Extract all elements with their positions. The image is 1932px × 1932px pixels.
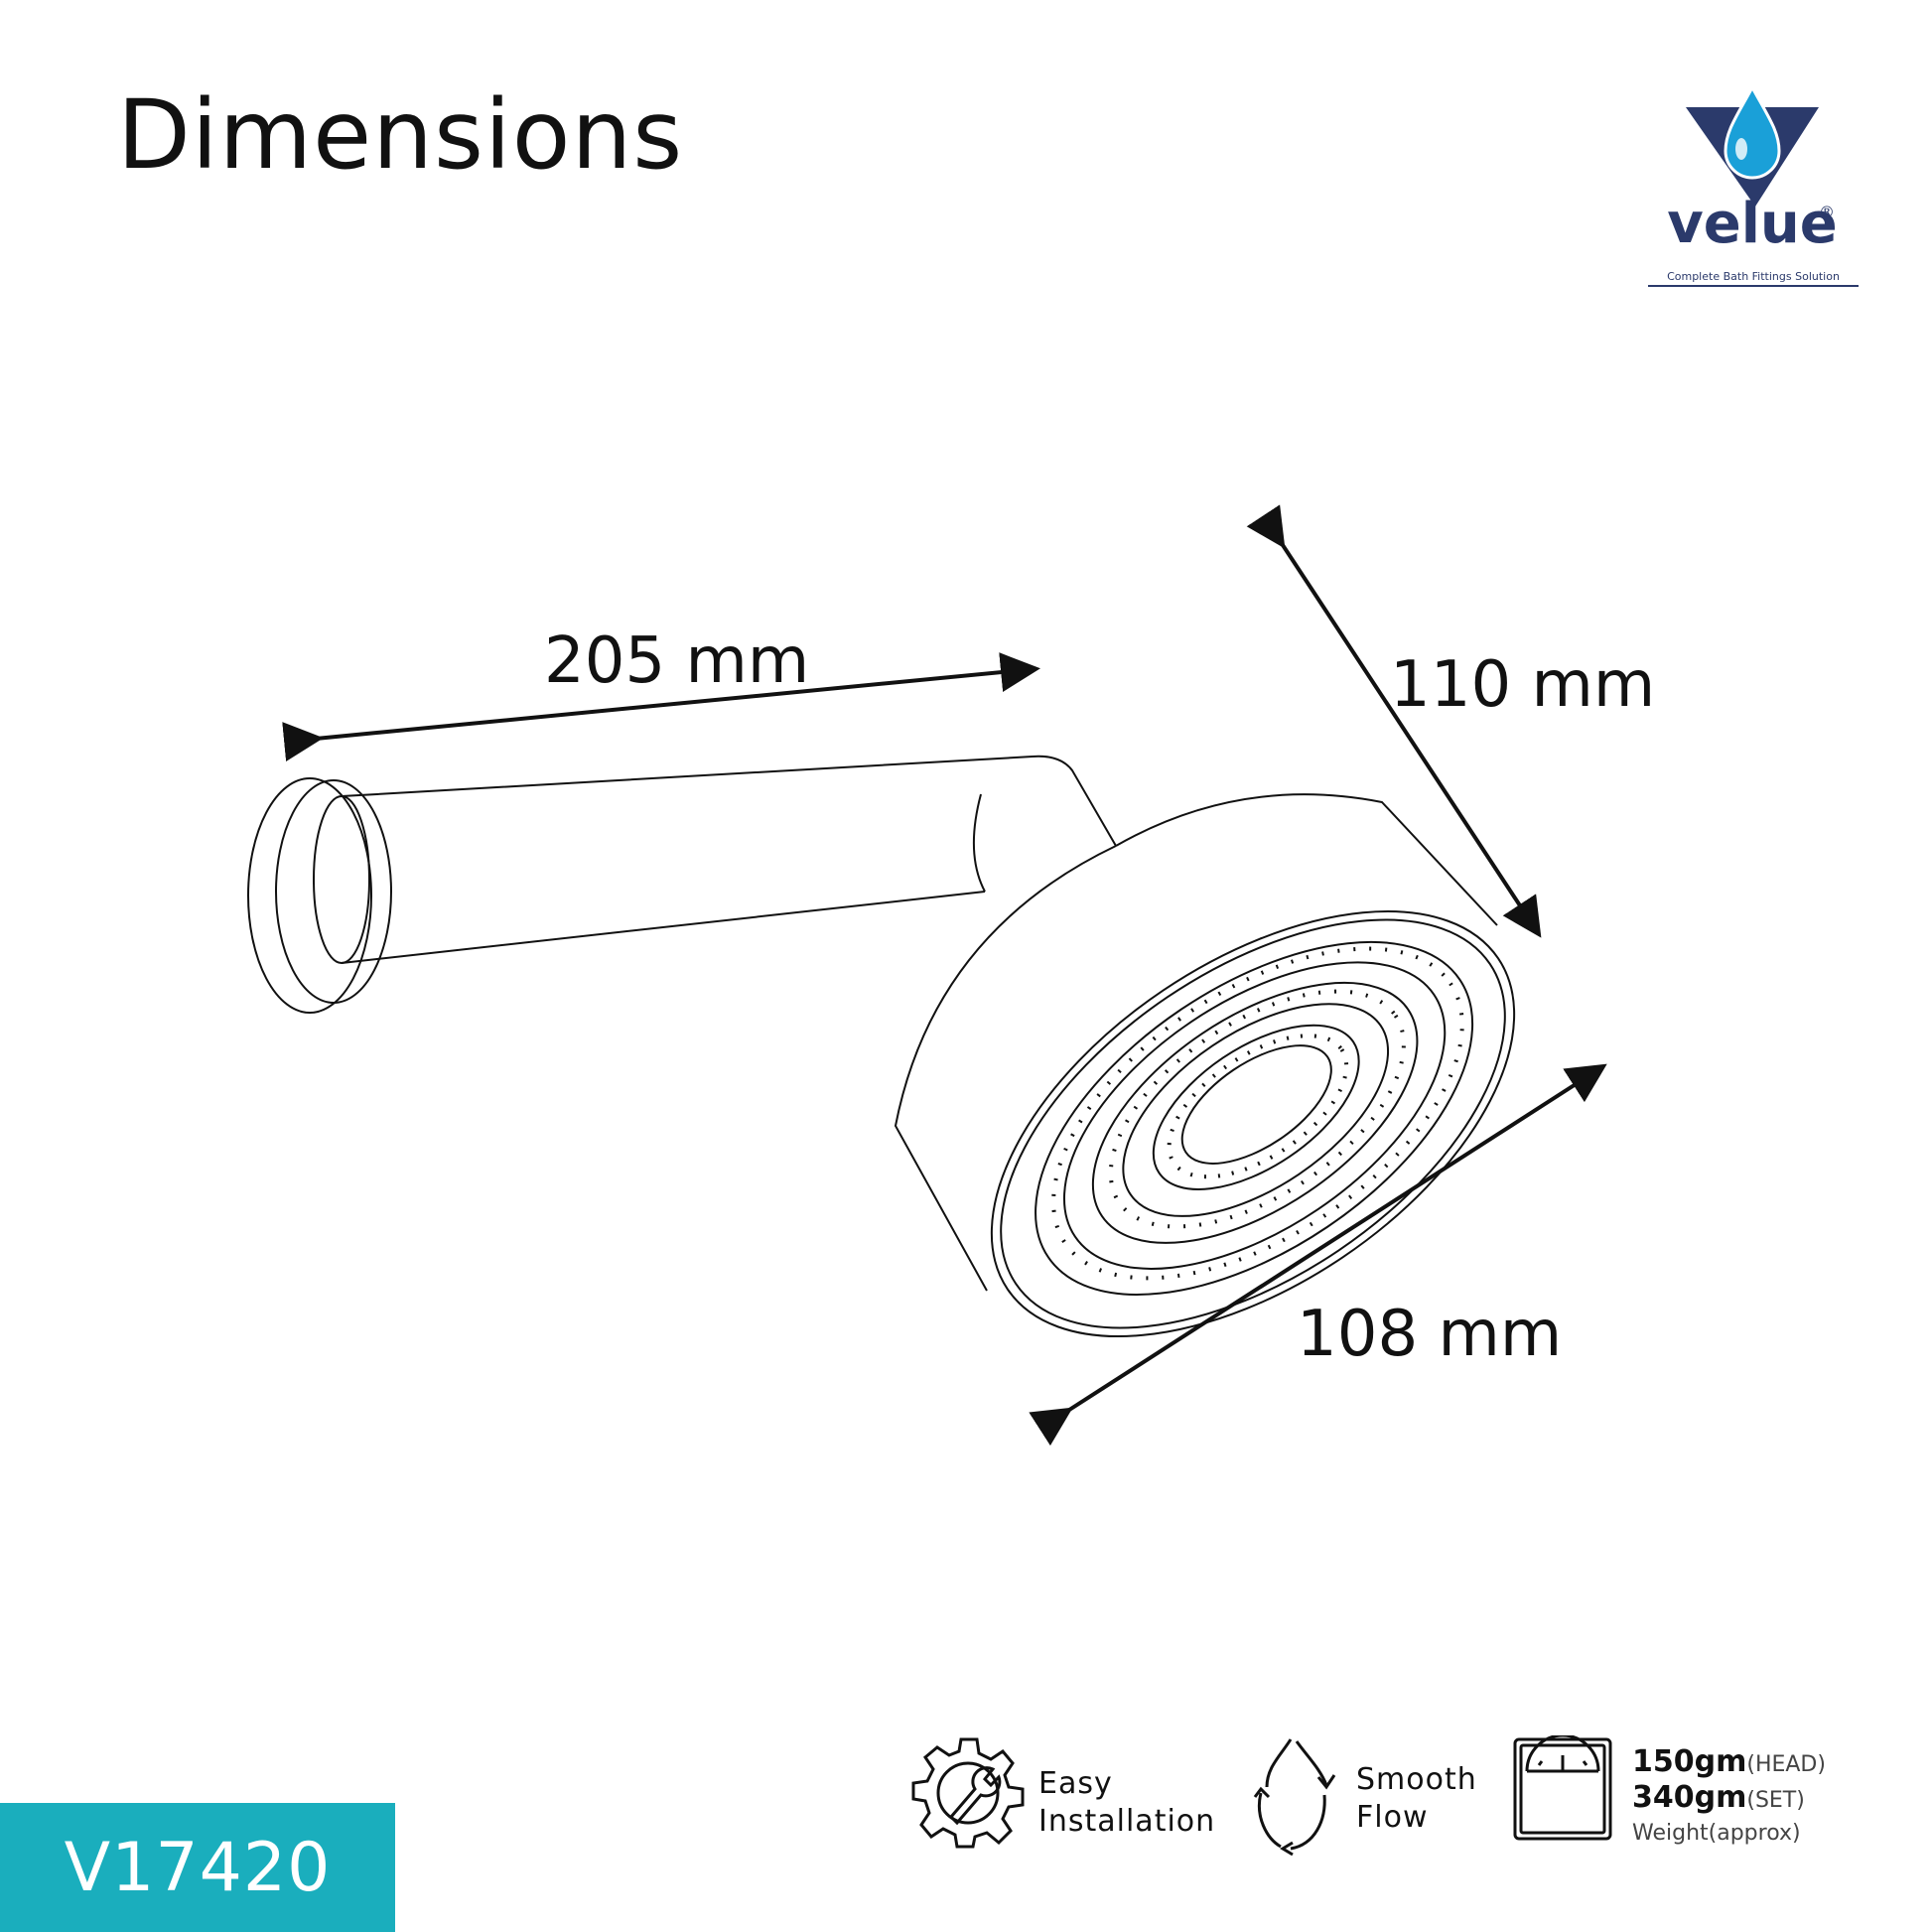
arrow-110 — [1246, 504, 1542, 938]
arm-end — [313, 795, 370, 964]
weight-note: Weight(approx) — [1632, 1821, 1801, 1846]
brand-name: velue — [1667, 192, 1838, 256]
water-drop-cycle-icon — [1253, 1738, 1336, 1857]
arm-bottom-edge — [341, 891, 986, 964]
arrow-108 — [1029, 1063, 1607, 1447]
weight-set-label: (SET) — [1746, 1788, 1805, 1813]
weight-set-value: 340gm — [1632, 1780, 1747, 1815]
brand-tagline: Complete Bath Fittings Solution — [1648, 270, 1859, 287]
velue-logo-icon — [1686, 83, 1819, 207]
arrow-205 — [282, 652, 1040, 761]
gear-wrench-icon — [911, 1737, 1025, 1849]
dimension-label-head-width: 108 mm — [1297, 1298, 1563, 1371]
feature-flow-line2: Flow — [1356, 1799, 1429, 1835]
weight-head-value: 150gm — [1632, 1744, 1747, 1779]
head-side — [894, 845, 1117, 1292]
arm-top-edge — [341, 755, 1117, 847]
page-title: Dimensions — [117, 79, 684, 191]
feature-installation-line2: Installation — [1038, 1803, 1216, 1839]
feature-smooth-flow: Smooth Flow — [1356, 1761, 1477, 1836]
head-top — [1115, 793, 1498, 926]
weighing-scale-icon — [1513, 1735, 1612, 1841]
feature-easy-installation: Easy Installation — [1038, 1765, 1215, 1840]
weight-head: 150gm(HEAD) — [1632, 1747, 1826, 1777]
wall-flange — [247, 777, 372, 1014]
arm-joint — [972, 793, 986, 893]
model-code: V17420 — [0, 1803, 395, 1932]
feature-flow-line1: Smooth — [1356, 1762, 1477, 1797]
weight-head-label: (HEAD) — [1746, 1752, 1826, 1777]
wall-flange-rim — [275, 779, 392, 1004]
dimension-label-arm-length: 205 mm — [544, 624, 810, 698]
dimension-label-head-diameter: 110 mm — [1390, 648, 1656, 722]
weight-set: 340gm(SET) — [1632, 1783, 1805, 1813]
brand-registered-mark: ® — [1819, 203, 1835, 221]
feature-installation-line1: Easy — [1038, 1766, 1113, 1801]
